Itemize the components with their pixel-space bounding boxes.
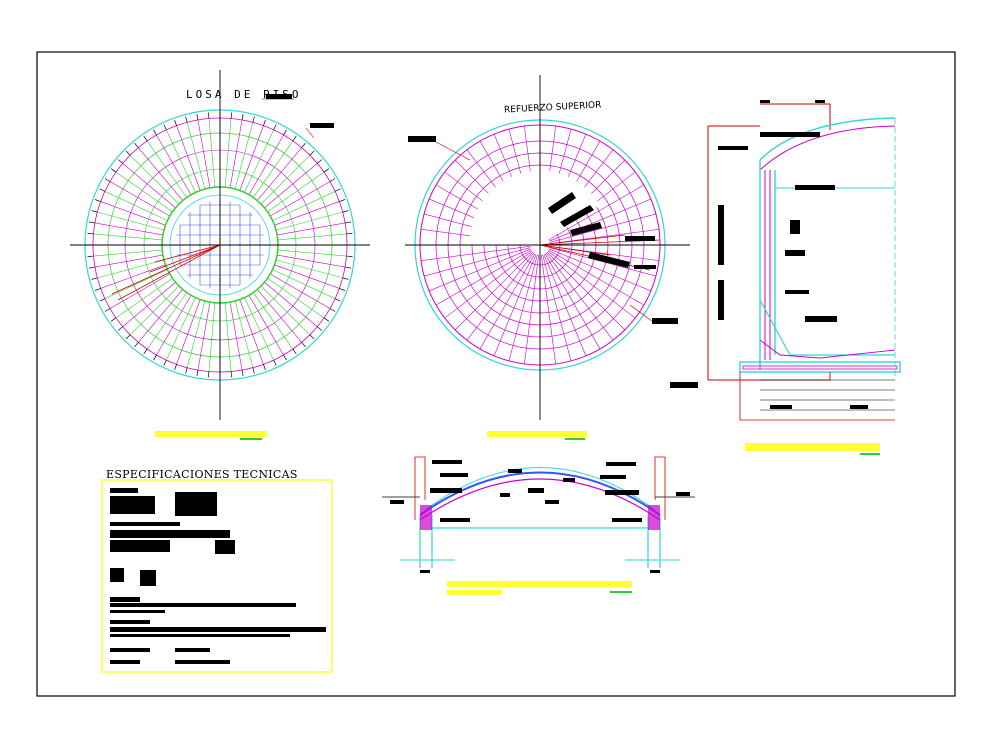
wall-section-detail (670, 100, 901, 455)
technical-specifications-box (101, 479, 333, 673)
sheet-border (36, 51, 956, 697)
dome-elevation-section (382, 456, 695, 595)
dome-reinforcement-plan (405, 75, 690, 440)
specifications-title: ESPECIFICACIONES TECNICAS (106, 468, 298, 481)
floor-slab-label: LOSA DE PISO (186, 88, 302, 101)
floor-slab-plan (70, 70, 370, 440)
